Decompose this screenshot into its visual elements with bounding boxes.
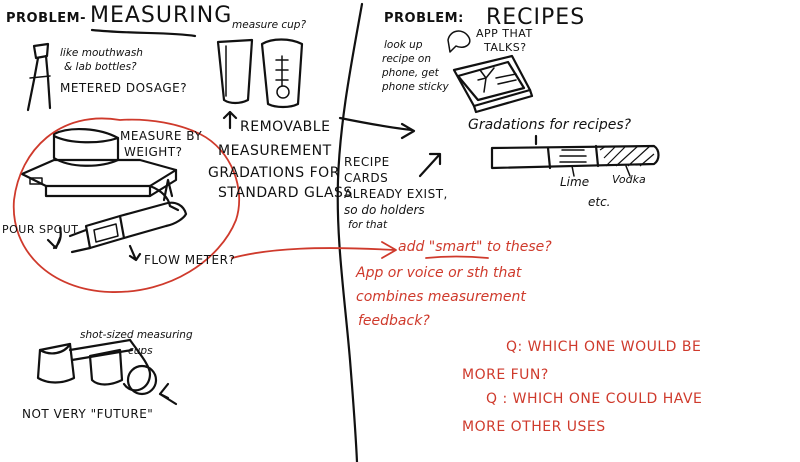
gradations-recipes-label: Gradations for recipes? xyxy=(468,117,632,133)
pour-spout-sketch xyxy=(46,178,188,262)
shot-cups-label-1: shot-sized measuring xyxy=(80,329,193,341)
recipe-cards-4: so do holders xyxy=(344,203,425,217)
etc-label: etc. xyxy=(588,195,611,209)
measuring-glasses-sketch xyxy=(216,38,304,130)
question-2-line-1: Q : WHICH ONE COULD HAVE xyxy=(486,391,703,407)
measure-by-weight-2: WEIGHT? xyxy=(124,145,183,159)
page-divider xyxy=(336,2,364,462)
arrow-recipe-cards xyxy=(418,152,442,178)
red-note-combines: combines measurement xyxy=(356,289,526,305)
look-up-3: phone, get xyxy=(382,67,439,79)
speech-bubble xyxy=(447,30,471,53)
mouthwash-note-1: like mouthwash xyxy=(60,47,143,59)
look-up-4: phone sticky xyxy=(382,81,449,93)
flow-meter-label: FLOW METER? xyxy=(144,253,236,267)
recipe-cards-1: RECIPE xyxy=(344,155,390,169)
red-note-feedback: feedback? xyxy=(358,313,430,329)
recipe-cards-3: ALREADY EXIST, xyxy=(344,187,448,201)
mouthwash-note-2: & lab bottles? xyxy=(64,61,137,73)
red-arrow-to-notes xyxy=(231,241,397,259)
measure-cup-question: measure cup? xyxy=(232,19,307,31)
left-title: MEASURING xyxy=(90,3,233,28)
right-title: RECIPES xyxy=(486,5,586,30)
red-note-add-smart: add "smart" to these? xyxy=(398,239,552,255)
not-future-label: NOT VERY "FUTURE" xyxy=(22,407,154,421)
question-2-line-2: MORE OTHER USES xyxy=(462,419,606,435)
look-up-1: look up xyxy=(384,39,423,51)
red-note-app-voice: App or voice or sth that xyxy=(356,265,522,281)
left-title-underline xyxy=(90,28,197,38)
app-talks-2: TALKS? xyxy=(484,41,527,54)
removable-label-1: REMOVABLE xyxy=(240,119,331,135)
phone-sketch xyxy=(452,54,534,114)
smart-underline xyxy=(425,255,489,259)
question-1-line-2: MORE FUN? xyxy=(462,367,549,383)
metered-dosage-label: METERED DOSAGE? xyxy=(60,81,188,95)
look-up-2: recipe on xyxy=(382,53,432,65)
recipe-cards-5: for that xyxy=(348,219,388,231)
vodka-label: Vodka xyxy=(612,173,646,186)
pour-spout-label: POUR SPOUT xyxy=(2,223,79,236)
lab-bottle-sketch xyxy=(26,42,52,112)
arrow-to-gradations xyxy=(338,116,416,140)
red-circle-annotation xyxy=(12,117,241,293)
recipe-cards-2: CARDS xyxy=(344,171,389,185)
kitchen-scale-sketch xyxy=(20,127,178,198)
shot-cups-label-2: cups xyxy=(128,345,153,357)
app-talks-1: APP THAT xyxy=(476,27,533,40)
lime-label: Lime xyxy=(560,175,590,189)
question-1-line-1: Q: WHICH ONE WOULD BE xyxy=(506,339,702,355)
shot-measuring-cups-sketch xyxy=(36,338,178,406)
right-title-prefix: PROBLEM: xyxy=(384,11,464,26)
removable-label-2: MEASUREMENT xyxy=(218,143,332,159)
measure-by-weight-1: MEASURE BY xyxy=(120,129,203,143)
removable-label-3: GRADATIONS FOR xyxy=(208,165,340,181)
removable-label-4: STANDARD GLASS xyxy=(218,185,353,201)
gradation-strip-sketch xyxy=(490,134,660,177)
left-title-prefix: PROBLEM- xyxy=(6,11,86,26)
